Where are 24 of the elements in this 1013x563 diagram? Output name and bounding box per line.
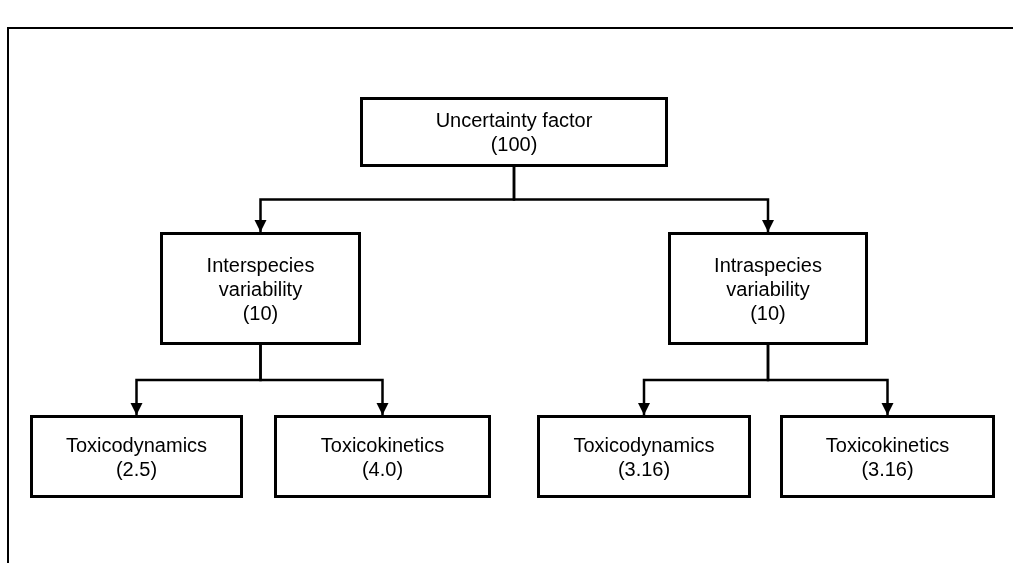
factor-value: (4.0) [361,456,404,481]
process-box [30,415,243,498]
process-box [668,232,868,345]
process-box [274,415,491,498]
factor-value: (3.16) [861,456,914,481]
box-label: Toxicodynamics [573,432,715,457]
box-label: Uncertainty factor [435,108,593,132]
arrow [512,167,775,232]
process-box [780,415,995,498]
process-box [360,97,668,167]
box-label: Toxicodynamics [65,432,208,457]
process-box [160,232,361,345]
box-label: Interspecies variability [205,252,316,301]
factor-value: (10) [242,300,279,325]
arrow [259,345,389,415]
box-label: Intraspecies variability [713,252,823,301]
box-label: Toxicokinetics [320,432,445,457]
box-label: Toxicokinetics [825,432,950,457]
factor-value: (100) [490,132,538,156]
arrow [766,345,894,415]
factor-value: (10) [750,300,786,325]
process-box [537,415,751,498]
factor-value: (2.5) [115,456,158,481]
factor-value: (3.16) [617,456,671,481]
